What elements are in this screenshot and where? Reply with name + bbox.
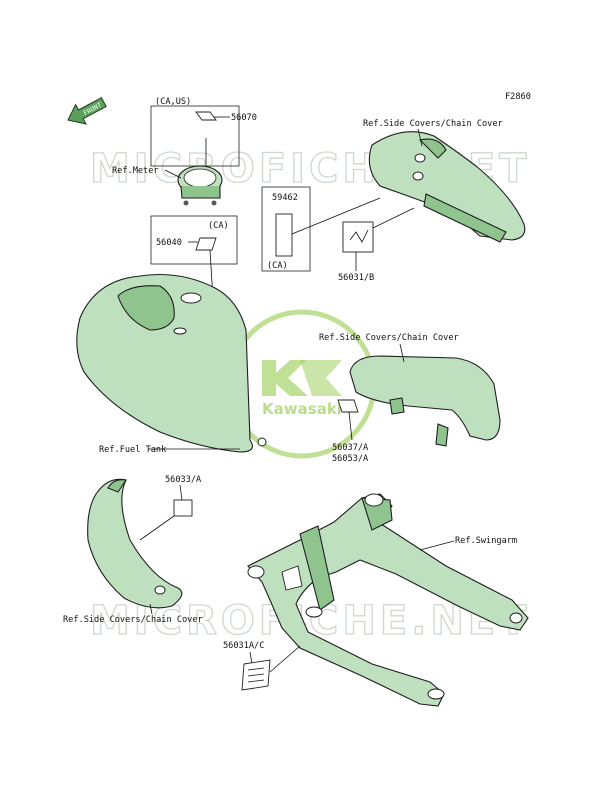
label-56033a: 56033/A xyxy=(165,475,202,485)
side-cover-bottom-part xyxy=(87,478,183,609)
label-59462: 59462 xyxy=(272,193,298,203)
label-56040: 56040 xyxy=(156,238,182,248)
label-ref-swingarm: Ref.Swingarm xyxy=(455,536,517,546)
label-ref-meter: Ref.Meter xyxy=(112,166,159,176)
label-ref-side-covers-bottom: Ref.Side Covers/Chain Cover xyxy=(63,615,203,625)
label-ref-side-covers-mid: Ref.Side Covers/Chain Cover xyxy=(319,333,459,343)
decal-56040 xyxy=(195,237,217,251)
fuel-tank-part xyxy=(76,273,267,453)
label-ref-fuel-tank: Ref.Fuel Tank xyxy=(99,445,167,455)
ca-box xyxy=(150,215,238,265)
box-59462 xyxy=(261,186,311,272)
side-cover-top-part xyxy=(368,131,526,243)
front-arrow-icon: FRONT xyxy=(67,97,107,125)
label-56037a: 56037/A xyxy=(332,443,369,453)
swingarm-part xyxy=(247,493,529,707)
label-ca-us: (CA,US) xyxy=(155,97,191,107)
label-ca-small: (CA) xyxy=(267,261,288,271)
decal-56037a xyxy=(337,399,359,413)
label-56053a: 56053/A xyxy=(332,454,369,464)
decal-59462 xyxy=(275,213,293,257)
decal-56070 xyxy=(195,111,217,121)
logo-text: Kawasaki xyxy=(262,400,342,418)
decal-56031b xyxy=(342,221,374,253)
label-56031b: 56031/B xyxy=(338,273,374,283)
meter-part xyxy=(177,165,223,206)
label-56070: 56070 xyxy=(231,113,257,123)
decal-56033a xyxy=(173,499,193,517)
label-ca-box: (CA) xyxy=(208,221,229,231)
figure-code: F2860 xyxy=(505,92,531,102)
label-56031ac: 56031A/C xyxy=(223,641,264,651)
chain-cover-mid-part xyxy=(349,355,501,447)
label-ref-side-covers-top: Ref.Side Covers/Chain Cover xyxy=(363,119,503,129)
